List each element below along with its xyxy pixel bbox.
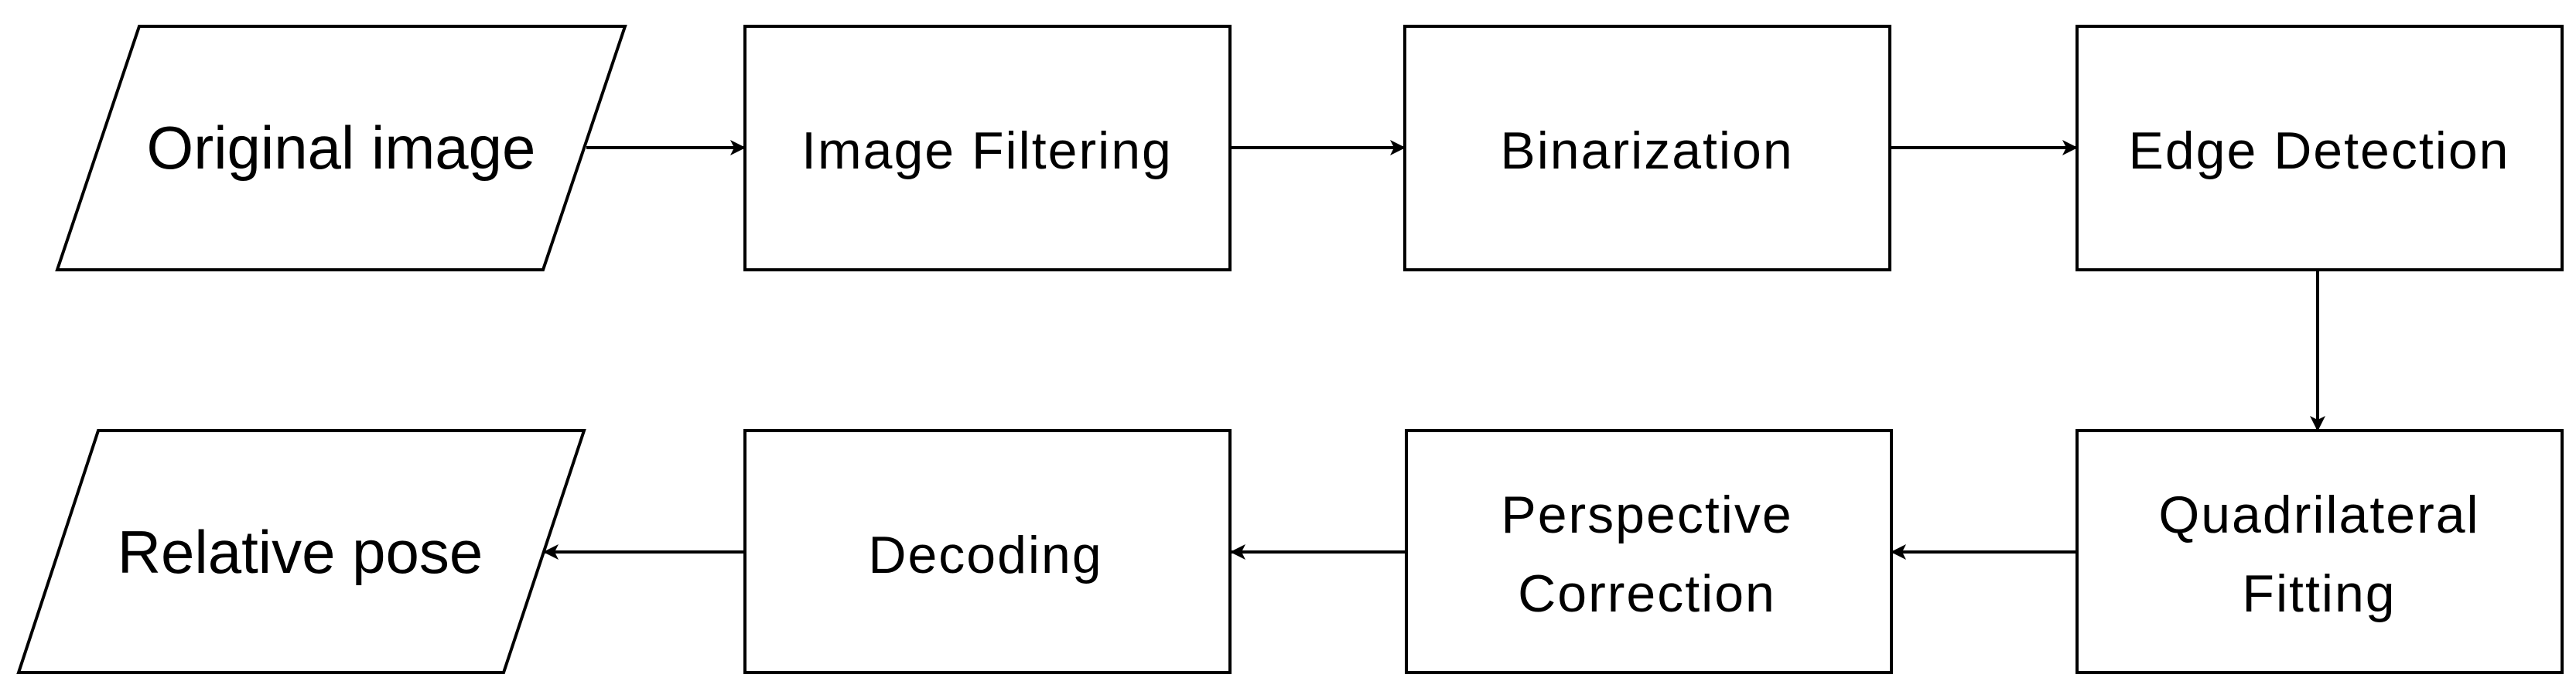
node-decoding: Decoding (743, 429, 1232, 674)
binarization-label: Binarization (1500, 121, 1793, 180)
quadrilateral-fitting-box (2075, 429, 2564, 674)
relative-pose-shape (16, 429, 586, 674)
perspective-correction-label-line-2: Correction (1518, 564, 1776, 623)
original-image-label: Original image (147, 114, 536, 182)
image-filtering-label: Image Filtering (801, 121, 1173, 180)
node-edge-detection: Edge Detection (2075, 25, 2564, 271)
decoding-label: Decoding (868, 526, 1102, 584)
edge-detection-box (2075, 25, 2564, 271)
perspective-correction-label-line-1: Perspective (1501, 485, 1792, 544)
perspective-correction-box (1405, 429, 1893, 674)
node-binarization: Binarization (1403, 25, 1891, 271)
node-original-image: Original image (55, 25, 627, 271)
relative-pose-label: Relative pose (118, 518, 483, 586)
node-relative-pose: Relative pose (16, 429, 586, 674)
quadrilateral-fitting-label-line-1: Quadrilateral (2158, 485, 2479, 544)
node-image-filtering: Image Filtering (743, 25, 1232, 271)
node-quadrilateral-fitting: Quadrilateral Fitting (2075, 429, 2564, 674)
binarization-box (1403, 25, 1891, 271)
node-perspective-correction: Perspective Correction (1405, 429, 1893, 674)
edges (543, 140, 2325, 560)
original-image-shape (55, 25, 627, 271)
decoding-box (743, 429, 1232, 674)
quadrilateral-fitting-label-line-2: Fitting (2242, 564, 2396, 623)
edge-detection-label: Edge Detection (2129, 121, 2510, 180)
image-filtering-box (743, 25, 1232, 271)
